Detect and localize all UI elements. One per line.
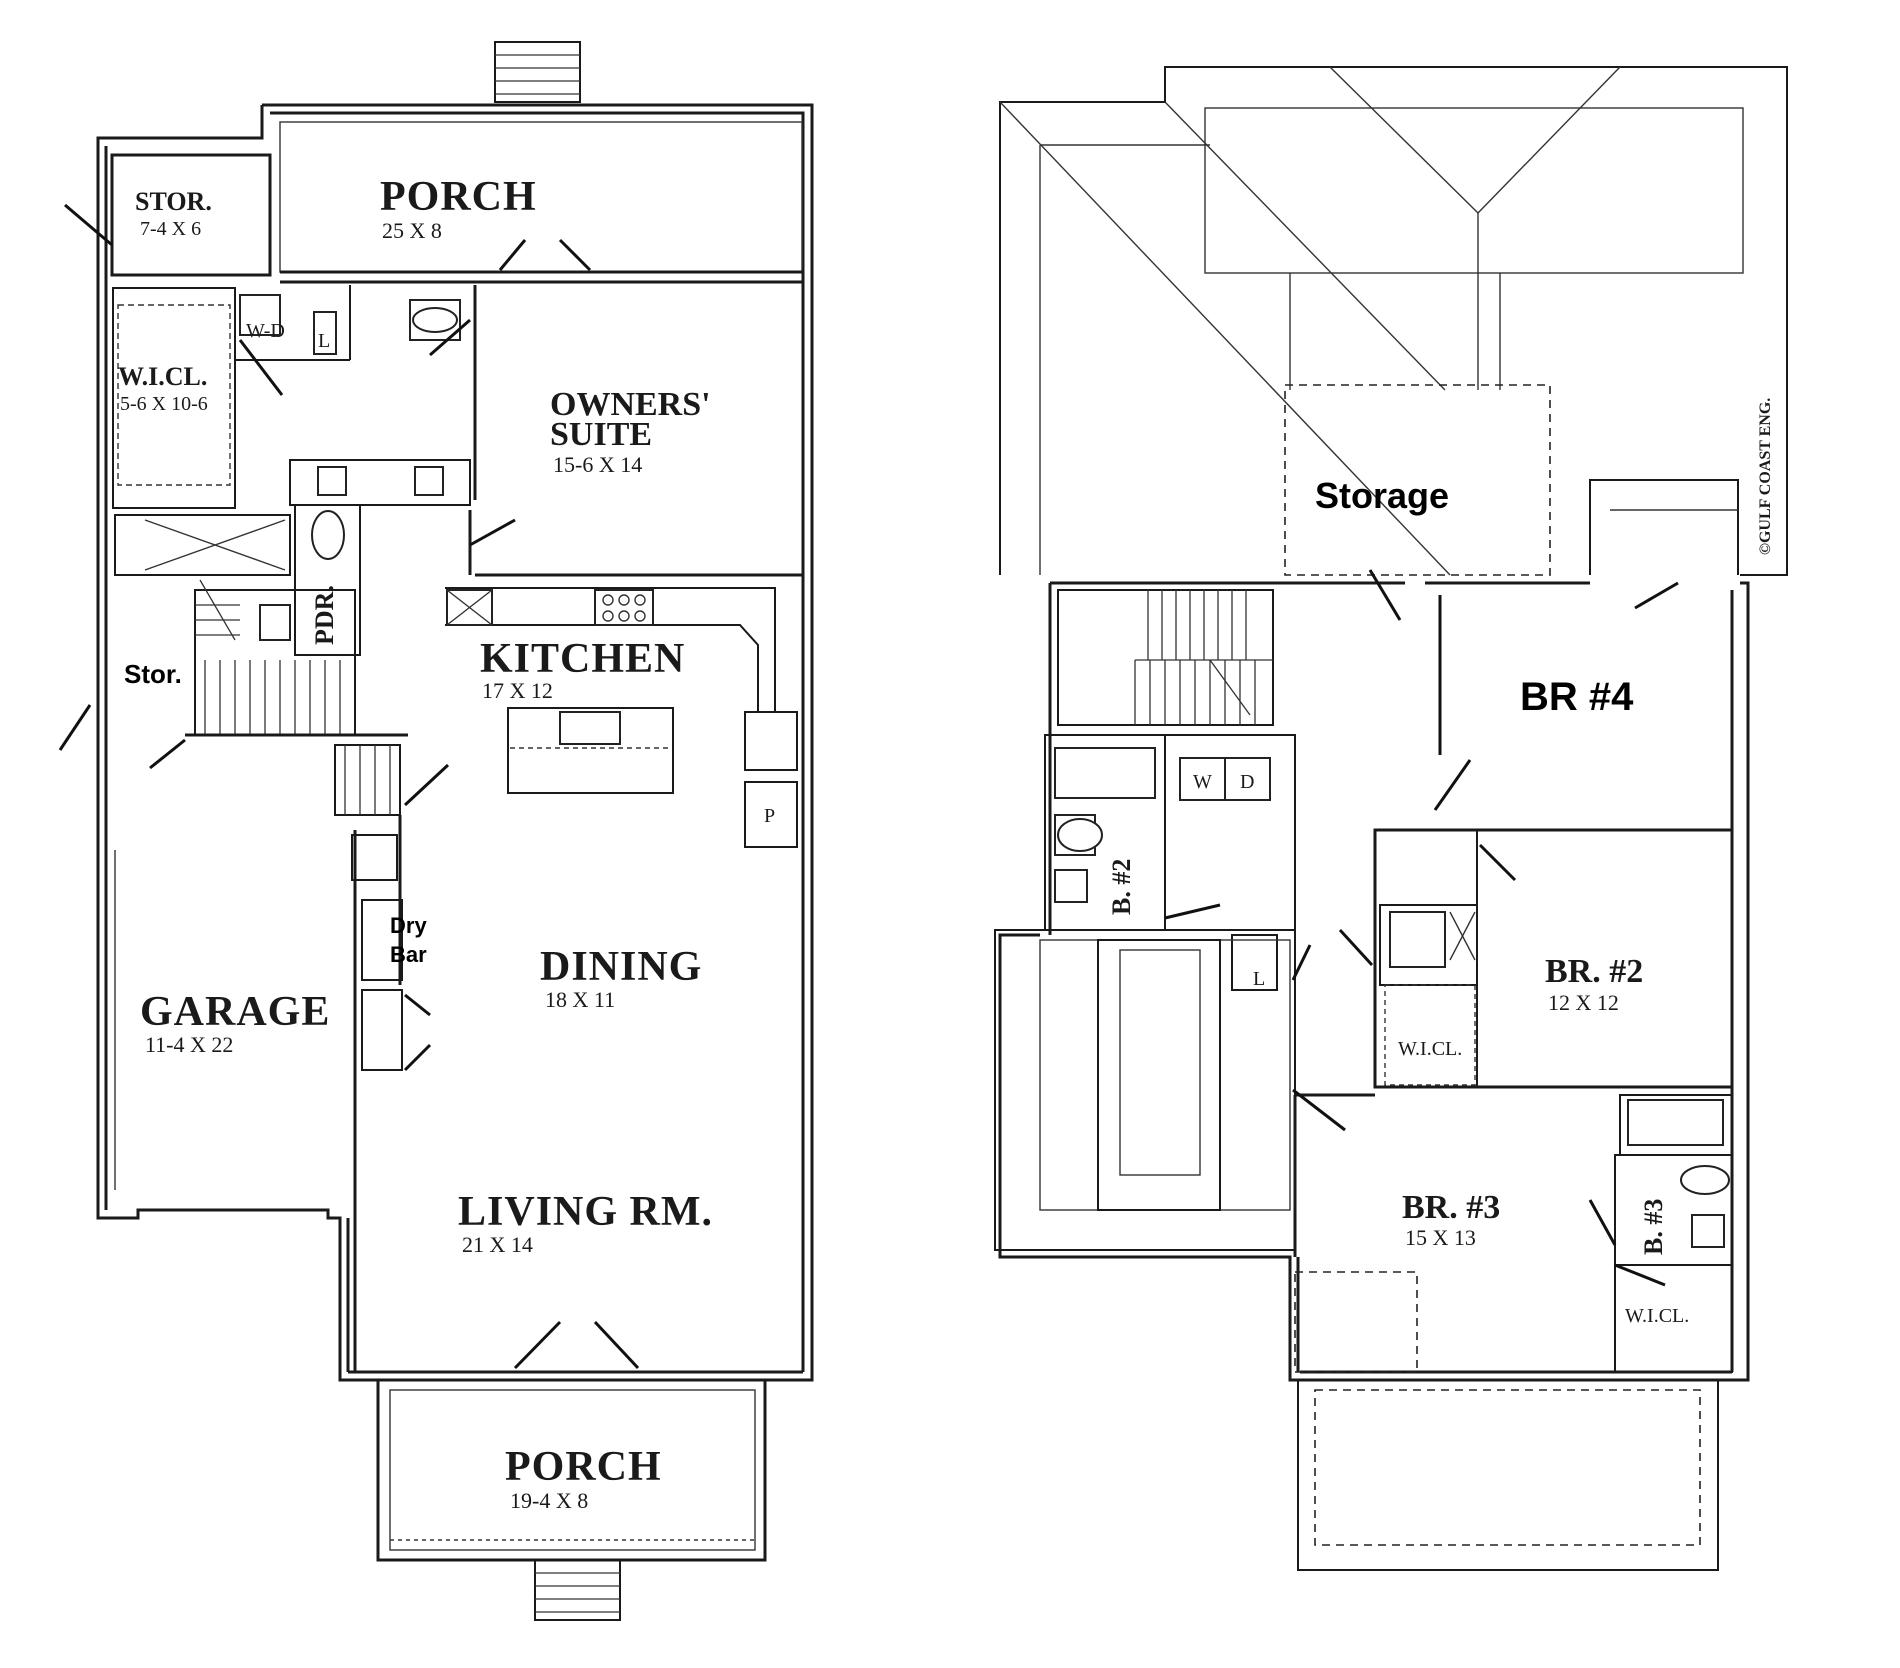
br3-dim: 15 X 13 xyxy=(1405,1225,1476,1250)
owners-suite-label-1: OWNERS' xyxy=(550,386,711,423)
stor-label: STOR. xyxy=(135,187,212,216)
gulf-coast-watermark: ©GULF COAST ENG. xyxy=(1757,398,1774,555)
washer-label: W xyxy=(1193,771,1212,793)
stor-dim: 7-4 X 6 xyxy=(140,218,201,240)
porch-rear-label: PORCH xyxy=(380,174,537,220)
br4-label: BR #4 xyxy=(1520,675,1634,719)
first-floor-plan: STOR. 7-4 X 6 PORCH 25 X 8 W.I.CL. 5-6 X… xyxy=(58,41,814,1621)
pantry-label: P xyxy=(764,805,775,827)
kitchen-label: KITCHEN xyxy=(480,636,685,682)
wicl2-label: W.I.CL. xyxy=(1398,1038,1462,1060)
second-floor-walls xyxy=(994,569,1750,1571)
porch-rear-dim: 25 X 8 xyxy=(382,218,442,243)
l-mark: L xyxy=(318,330,330,352)
bath3-label: B. #3 xyxy=(1639,1199,1668,1255)
pdr-label: PDR. xyxy=(310,585,339,645)
br3-label: BR. #3 xyxy=(1402,1189,1500,1226)
dry-bar-label-2: Bar xyxy=(390,942,427,967)
l-mark-2: L xyxy=(1253,968,1265,990)
dining-dim: 18 X 11 xyxy=(545,987,615,1012)
rear-porch-steps xyxy=(494,41,581,103)
living-dim: 21 X 14 xyxy=(462,1232,533,1257)
dryer-label: D xyxy=(1240,771,1254,793)
porch-front-label: PORCH xyxy=(505,1444,662,1490)
kitchen-dim: 17 X 12 xyxy=(482,678,553,703)
wicl3-label: W.I.CL. xyxy=(1625,1305,1689,1327)
owners-suite-label-2: SUITE xyxy=(550,416,652,453)
porch-front-dim: 19-4 X 8 xyxy=(510,1488,588,1513)
dry-bar-label-1: Dry xyxy=(390,913,427,938)
br2-dim: 12 X 12 xyxy=(1548,990,1619,1015)
living-label: LIVING RM. xyxy=(458,1189,713,1235)
wicl-dim: 5-6 X 10-6 xyxy=(120,393,208,415)
wicl-label: W.I.CL. xyxy=(118,362,207,391)
owners-suite-dim: 15-6 X 14 xyxy=(553,452,642,477)
roof-outline xyxy=(999,66,1788,576)
second-floor-plan: Storage BR #4 W D B. #2 L BR. #2 12 X 12… xyxy=(994,66,1788,1571)
wd-label: W-D xyxy=(246,320,285,342)
bath2-label: B. #2 xyxy=(1107,859,1136,915)
garage-dim: 11-4 X 22 xyxy=(145,1032,233,1057)
garage-label: GARAGE xyxy=(140,989,330,1035)
storage-label: Storage xyxy=(1315,475,1449,516)
dining-label: DINING xyxy=(540,944,702,990)
first-floor-walls xyxy=(58,103,814,1621)
stor-small-label: Stor. xyxy=(124,659,182,689)
br2-label: BR. #2 xyxy=(1545,953,1643,990)
